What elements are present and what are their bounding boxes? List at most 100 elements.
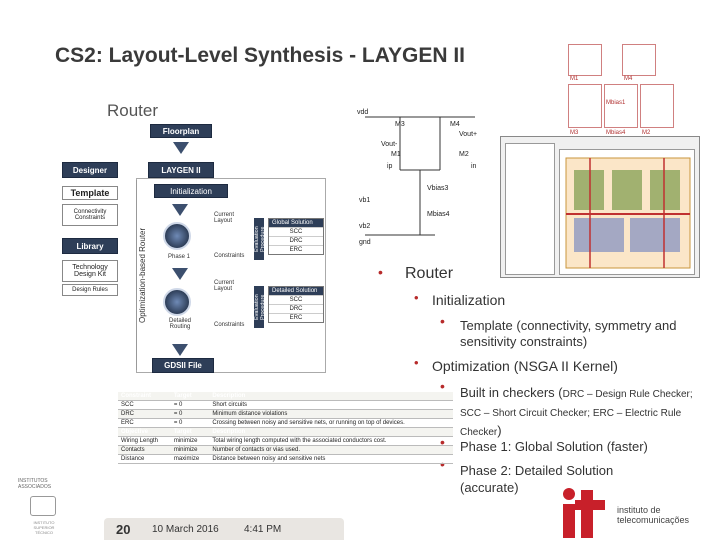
- layout-tool-side-panel: [505, 143, 555, 275]
- bullet-phase-2: Phase 2: Detailed Solution (accurate): [460, 463, 614, 495]
- footer-time: 4:41 PM: [244, 524, 282, 535]
- schematic-wires: [365, 116, 475, 236]
- constraints-1-label: Constraints: [214, 253, 245, 259]
- table-cell: = 0: [170, 418, 210, 428]
- phase-1-label: Phase 1: [168, 254, 191, 260]
- erc-row: ERC: [269, 313, 323, 322]
- floorplan-cell: [568, 84, 602, 128]
- constraints-2-label: Constraints: [214, 322, 245, 328]
- table-cell: Total wiring length computed with the as…: [209, 436, 453, 446]
- current-layout-1-label: Current Layout: [214, 212, 235, 224]
- table-cell: = 0: [170, 409, 210, 419]
- bullet-dot: •: [440, 313, 445, 329]
- footer-date: 10 March 2016: [152, 524, 219, 535]
- bullet-router: Router: [405, 265, 454, 282]
- scc-row: SCC: [269, 227, 323, 236]
- table-cell: maximize: [170, 454, 210, 464]
- table-cell: Wiring Length: [118, 436, 171, 446]
- checkers-close-text: ): [497, 423, 502, 438]
- bullet-phase-1: Phase 1: Global Solution (faster): [460, 439, 648, 454]
- table-row: DRC = 0 Minimum distance violations: [118, 409, 453, 419]
- it-logo-text: instituto de telecomunicações: [617, 505, 707, 525]
- ip-label: ip: [387, 163, 393, 170]
- table-row: SCC = 0 Short circuits: [118, 400, 453, 410]
- vdd-label: vdd: [357, 109, 369, 116]
- it-line-1: instituto de: [617, 505, 661, 515]
- evaluation-procedure-2: Evaluation Procedure: [254, 286, 266, 328]
- floorplan-cell: [640, 84, 674, 128]
- it-logo-icon: [563, 488, 605, 538]
- ist-shield-icon: [30, 496, 56, 516]
- ist-shield-text: INSTITUTO SUPERIOR TÉCNICO: [33, 520, 55, 535]
- drc-row: DRC: [269, 304, 323, 313]
- checkers-detail-text: DRC – Design Rule Checker; SCC – Short C…: [460, 389, 693, 438]
- table-header-cell: Objective: [118, 427, 171, 437]
- page-number: 20: [116, 522, 131, 537]
- table-cell: minimize: [170, 436, 210, 446]
- table-cell: Minimum distance violations: [209, 409, 453, 419]
- table-cell: ERC: [118, 418, 171, 428]
- checkers-main-text: Built in checkers (: [460, 385, 563, 400]
- arrow-down-icon: [172, 344, 188, 356]
- table-header-cell: Target: [170, 392, 210, 401]
- floorplan-cell: [622, 44, 656, 76]
- fp-mbias4-label: Mbias4: [606, 130, 626, 136]
- table-header-cell: Description: [209, 427, 453, 437]
- table-row: Wiring Length minimize Total wiring leng…: [118, 436, 453, 446]
- layout-canvas: [559, 149, 695, 275]
- table-cell: SCC: [118, 400, 171, 410]
- vout-minus-label: Vout-: [381, 141, 398, 148]
- detailed-solution-title: Detailed Solution: [269, 287, 323, 295]
- fp-m1-label: M1: [570, 76, 579, 82]
- initialization-box: Initialization: [154, 184, 228, 198]
- floorplan-box: Floorplan: [150, 124, 212, 138]
- template-box: Template: [62, 186, 118, 200]
- bullet-dot: •: [378, 264, 383, 280]
- designer-box: Designer: [62, 162, 118, 178]
- fp-m3-label: M3: [570, 130, 579, 136]
- design-rules-box: Design Rules: [62, 284, 118, 296]
- table-cell: Distance between noisy and sensitive net…: [209, 454, 453, 464]
- vout-plus-label: Vout+: [459, 131, 478, 138]
- bullet-optimization: Optimization (NSGA II Kernel): [432, 358, 618, 374]
- gnd-label: gnd: [359, 239, 371, 246]
- slide-footer: 20 10 March 2016 4:41 PM: [0, 518, 720, 540]
- detailed-solution-table: Detailed Solution SCC DRC ERC: [268, 286, 324, 323]
- footer-bar: [104, 518, 344, 540]
- table-row: Contacts minimize Number of contacts or …: [118, 445, 453, 455]
- slide-title: CS2: Layout-Level Synthesis - LAYGEN II: [55, 44, 465, 67]
- table-row: ERC = 0 Crossing between noisy and sensi…: [118, 418, 453, 428]
- constraints-objectives-table: Constraint Target Description SCC = 0 Sh…: [118, 392, 453, 464]
- phase-1-icon: [163, 222, 191, 250]
- in-label: in: [471, 163, 477, 170]
- bullet-initialization: Initialization: [432, 292, 506, 308]
- arrow-down-icon: [172, 204, 188, 216]
- institutos-associados-text: INSTITUTOS ASSOCIADOS: [18, 478, 52, 490]
- vbias3-label: Vbias3: [427, 185, 449, 192]
- global-solution-table: Global Solution SCC DRC ERC: [268, 218, 324, 255]
- bullet-dot: •: [414, 355, 419, 370]
- fp-mbias1-label: Mbias1: [606, 100, 626, 106]
- laygen-box: LAYGEN II: [148, 162, 214, 178]
- m1-label: M1: [391, 151, 401, 158]
- drc-row: DRC: [269, 236, 323, 245]
- evaluation-procedure-1: Evaluation Procedure: [254, 218, 266, 260]
- table-header-row: Constraint Target Description: [118, 392, 453, 401]
- bullet-template: Template (connectivity, symmetry and sen…: [460, 318, 677, 349]
- table-cell: Crossing between noisy and sensitive net…: [209, 418, 453, 428]
- table-cell: minimize: [170, 445, 210, 455]
- table-row: Distance maximize Distance between noisy…: [118, 454, 453, 464]
- table-cell: = 0: [170, 400, 210, 410]
- m4-label: M4: [450, 121, 460, 128]
- table-cell: DRC: [118, 409, 171, 419]
- table-cell: Distance: [118, 454, 171, 464]
- mbias4-label: Mbias4: [427, 211, 450, 218]
- router-vertical-label: Optimization-based Router: [136, 180, 148, 370]
- vb2-label: vb2: [359, 223, 371, 230]
- table-cell: Number of contacts or vias used.: [209, 445, 453, 455]
- it-line-2: telecomunicações: [617, 515, 690, 525]
- m3-label: M3: [395, 121, 405, 128]
- institutos-associados-logo: INSTITUTOS ASSOCIADOS: [18, 478, 76, 490]
- bullet-dot: •: [440, 456, 445, 472]
- library-box: Library: [62, 238, 118, 254]
